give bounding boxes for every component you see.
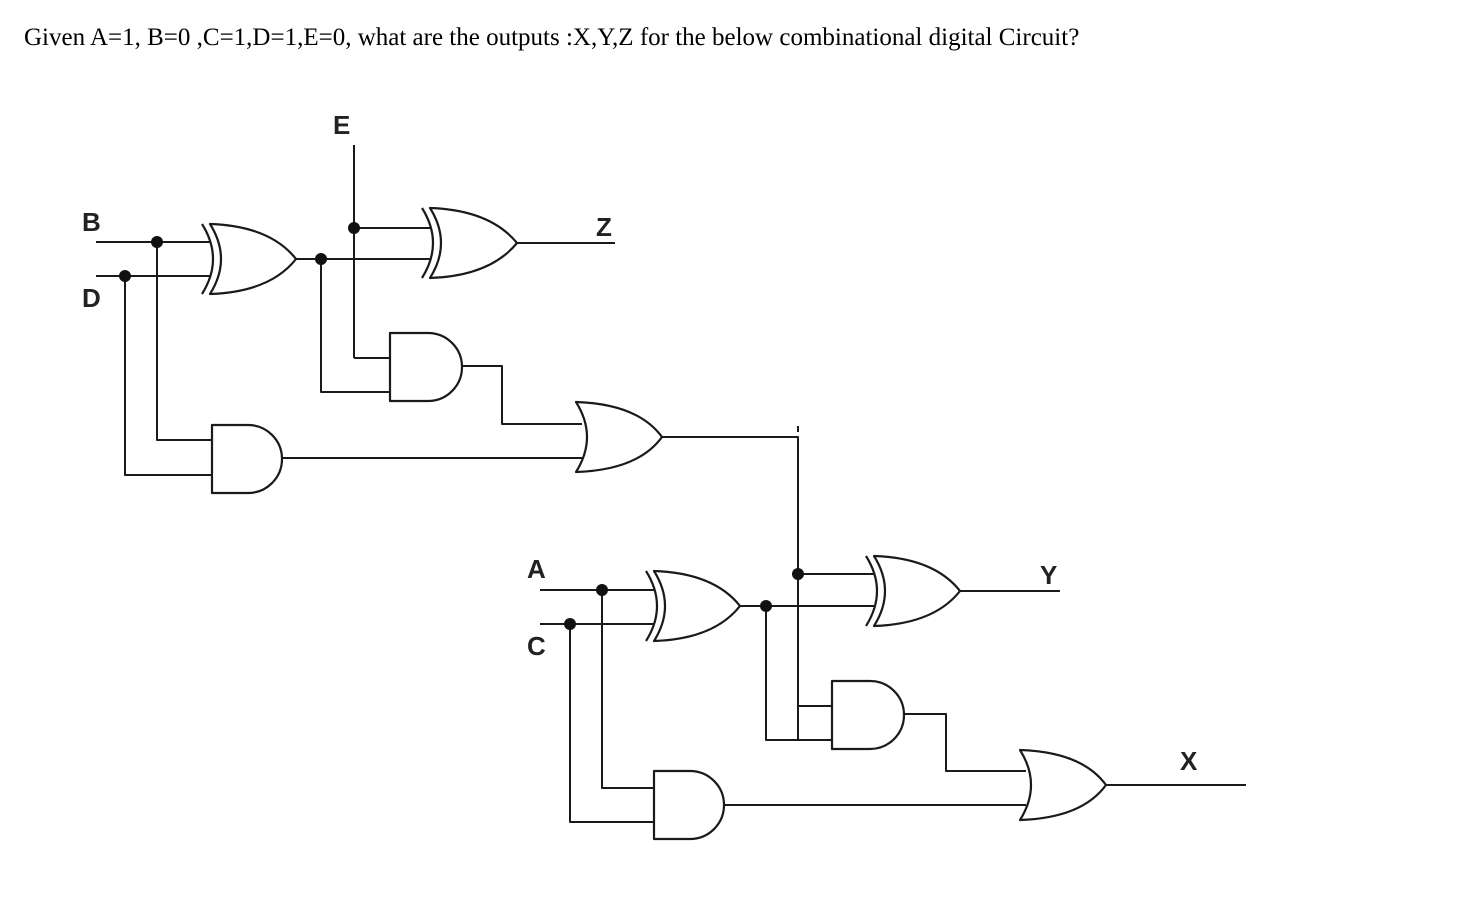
xor-gate-1-backline	[201, 223, 214, 295]
xor-gate-1	[208, 222, 298, 296]
wire-xor3-to-and3	[765, 606, 800, 741]
wire-c-to-and4	[569, 624, 654, 823]
label-e: E	[333, 110, 350, 140]
and-gate-1	[388, 331, 464, 403]
label-a: A	[527, 554, 546, 584]
and-gate-3	[830, 679, 906, 751]
wire-xor1-to-and1	[320, 259, 390, 393]
wire-and3-to-or2	[904, 713, 1026, 772]
label-y: Y	[1040, 560, 1057, 590]
junction-dot-or1	[792, 568, 804, 580]
xor-gate-3-backline	[645, 570, 658, 642]
label-z: Z	[596, 212, 612, 242]
junction-dot-a	[596, 584, 608, 596]
xor-gate-4-backline	[865, 555, 878, 627]
junction-dot-xor1	[315, 253, 327, 265]
junction-dot-b	[151, 236, 163, 248]
junction-dot-d	[119, 270, 131, 282]
label-c: C	[527, 631, 546, 661]
wire-and1-to-or1	[462, 365, 582, 425]
junction-dot-e	[348, 222, 360, 234]
xor-gate-2-backline	[421, 207, 434, 279]
xor-gate-4	[872, 554, 962, 628]
xor-gate-3	[652, 569, 742, 643]
junction-dot-xor3	[760, 600, 772, 612]
or-gate-1	[574, 400, 664, 474]
wire-d-to-and2	[124, 276, 212, 476]
wire-a-to-and4	[601, 590, 654, 789]
question-text: Given A=1, B=0 ,C=1,D=1,E=0, what are th…	[24, 24, 1080, 51]
and-gate-2	[210, 423, 284, 495]
or-gate-2	[1018, 748, 1108, 822]
xor-gate-2	[428, 206, 519, 280]
label-x: X	[1180, 746, 1198, 776]
label-b: B	[82, 207, 101, 237]
junction-dot-c	[564, 618, 576, 630]
and-gate-4	[652, 769, 726, 841]
label-d: D	[82, 283, 101, 313]
wire-b-to-and2	[156, 242, 212, 441]
